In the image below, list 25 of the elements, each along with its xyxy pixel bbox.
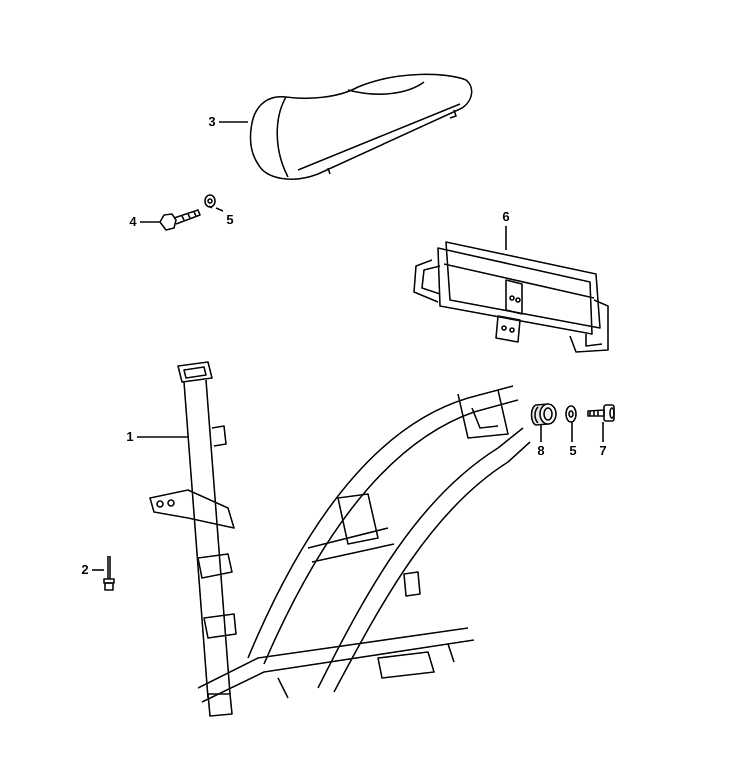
- callout-number: 4: [126, 213, 140, 231]
- washer-drawing: [203, 193, 217, 209]
- leader-line: [602, 422, 604, 442]
- leader-line: [140, 221, 160, 223]
- luggage-rack-drawing: [410, 240, 610, 356]
- callout-number: 7: [596, 442, 610, 460]
- callout-number: 2: [78, 561, 92, 579]
- callout-number: 1: [123, 428, 137, 446]
- bolt-drawing: [586, 402, 616, 424]
- callout-number: 5: [223, 211, 237, 229]
- callout-number: 6: [499, 208, 513, 226]
- leader-line: [92, 569, 104, 571]
- callout-number: 5: [566, 442, 580, 460]
- leader-line: [540, 425, 542, 442]
- leader-line: [137, 436, 188, 438]
- callout-number: 3: [205, 113, 219, 131]
- leader-line: [216, 207, 224, 212]
- bushing-drawing: [528, 402, 558, 427]
- callout-number: 8: [534, 442, 548, 460]
- bolt-drawing: [158, 208, 200, 232]
- leader-line: [505, 226, 507, 250]
- leader-line: [571, 422, 573, 442]
- washer-drawing: [564, 404, 578, 424]
- leader-line: [219, 121, 248, 123]
- bolt-drawing: [102, 555, 116, 591]
